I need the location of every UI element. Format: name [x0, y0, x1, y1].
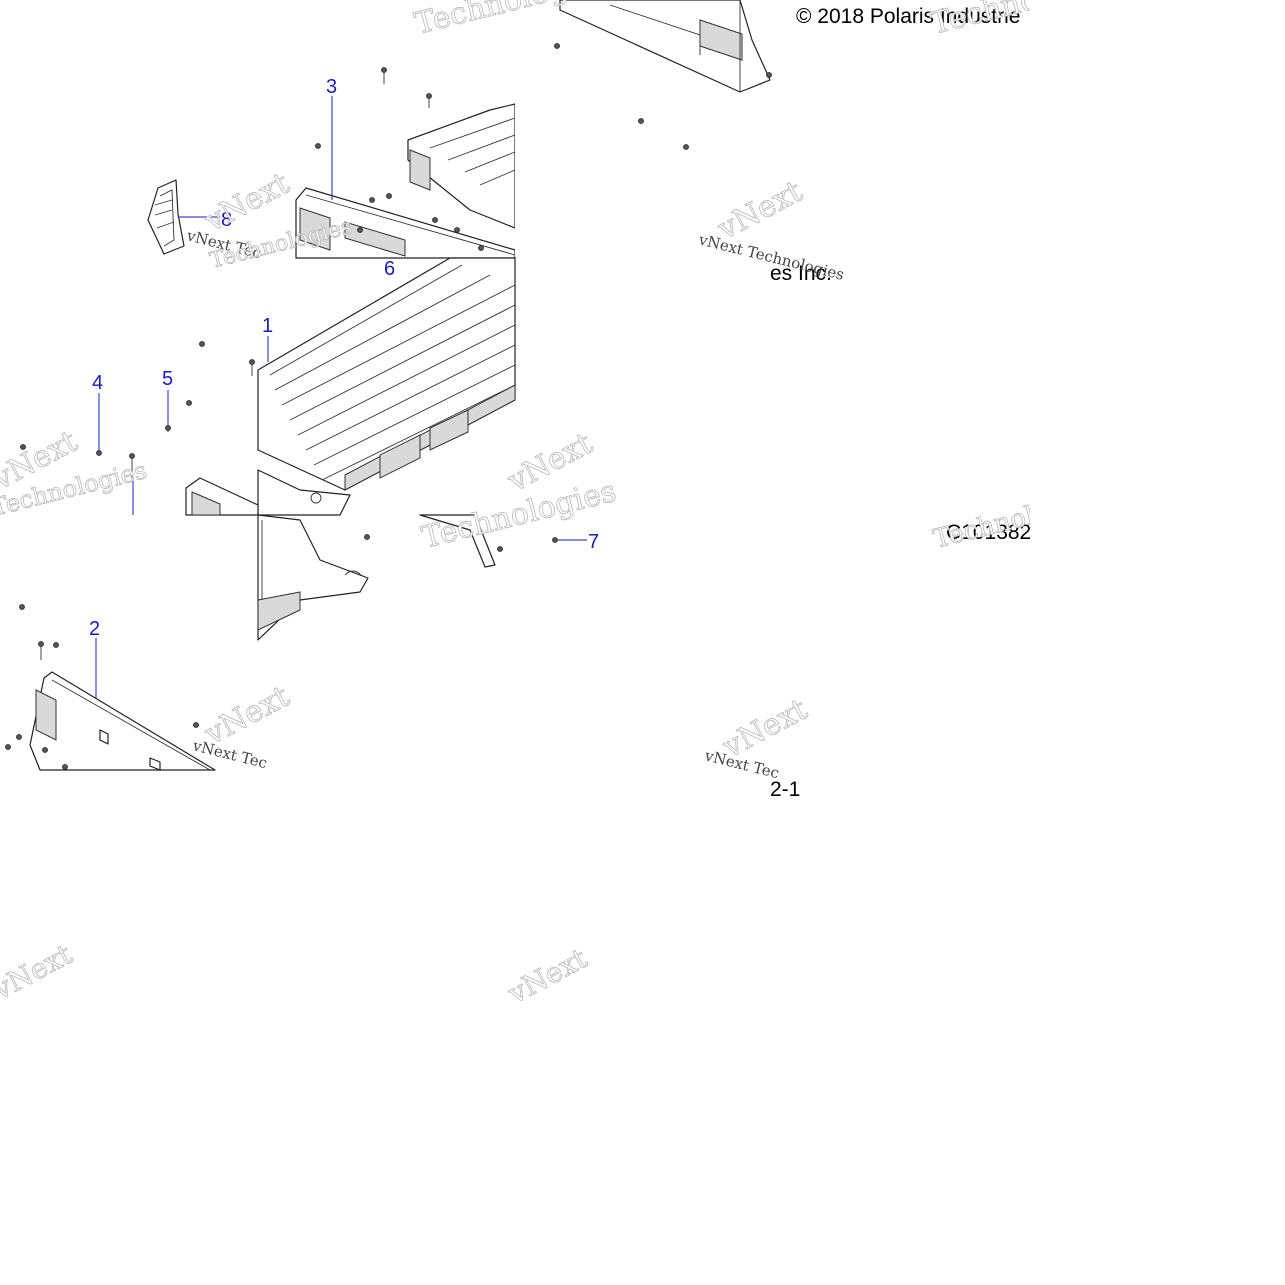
callout-8: 8: [221, 209, 232, 231]
fasteners-upper: [315, 67, 484, 251]
callout-labels: 1 2 3 4 5 6 7 8: [89, 76, 599, 640]
callout-5: 5: [162, 368, 173, 390]
cargo-bed-floor-1: [257, 257, 516, 516]
watermark-vnext-1: vNext: [198, 166, 295, 240]
watermarks: Technologies Technologies vNext vNext Te…: [0, 0, 1129, 1011]
side-panel-left-fragment: [185, 477, 259, 516]
tailgate-bracket-8: [147, 179, 185, 255]
callout-6: 6: [384, 258, 395, 280]
front-panel-2: [29, 671, 216, 771]
page-label: 2-1: [770, 778, 800, 801]
watermark-vnext-8: vNext: [0, 937, 78, 1006]
callout-3: 3: [326, 76, 337, 98]
callout-2: 2: [89, 618, 100, 640]
leader-lines: [95, 96, 587, 698]
callout-7: 7: [588, 531, 599, 553]
copyright-fragment: es Inc.: [770, 262, 832, 285]
callout-4: 4: [92, 372, 103, 394]
bed-floor-upper-fragment: [407, 103, 516, 229]
fasteners-lower: [5, 604, 199, 770]
fasteners-middle: [20, 341, 255, 480]
rear-rail-fragment: [554, 0, 772, 150]
watermark-vnext-9: vNext: [502, 941, 593, 1010]
copyright-text: © 2018 Polaris Industrie: [796, 5, 1020, 28]
bed-lower-fragment: [257, 514, 369, 641]
side-rail-7-fragment: [364, 514, 558, 568]
callout-1: 1: [262, 315, 273, 337]
diagram-code: C101382: [946, 521, 1031, 544]
